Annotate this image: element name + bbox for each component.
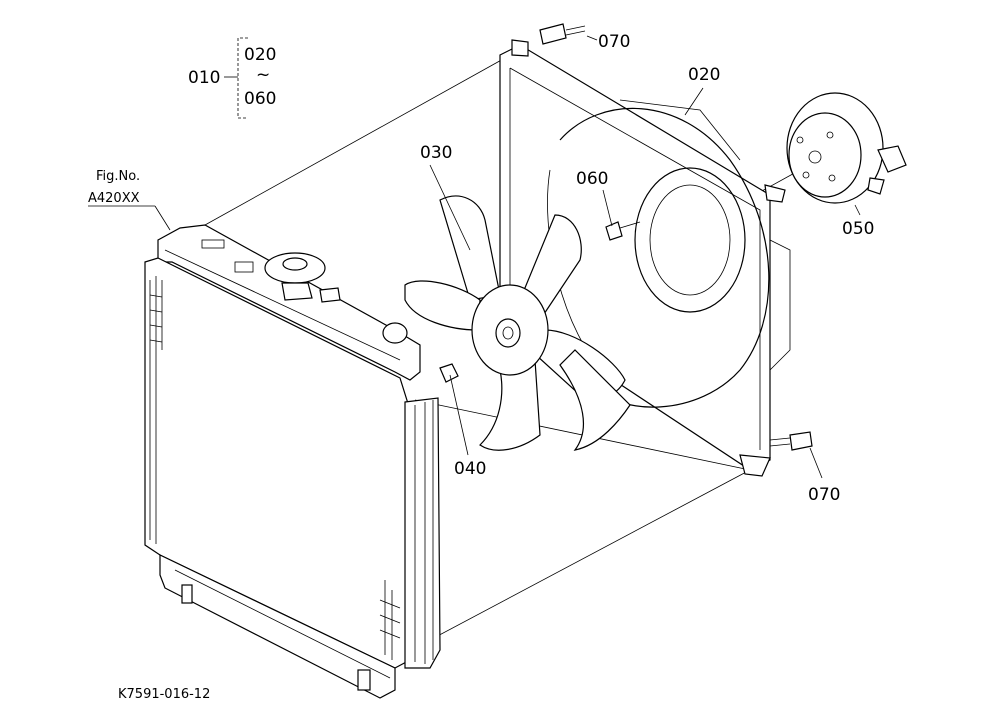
callout-070-bottom: 070	[808, 485, 840, 505]
radiator	[144, 224, 441, 699]
nut-040	[439, 363, 459, 383]
leader-lines	[88, 35, 861, 479]
bolt-070-bottom	[769, 431, 813, 451]
group-bracket	[224, 37, 248, 119]
callout-030: 030	[420, 143, 452, 163]
bolt-070-top	[539, 23, 586, 45]
screw-060	[605, 221, 641, 241]
group-label: 010	[188, 68, 220, 88]
callout-060: 060	[576, 169, 608, 189]
group-range-tilde: ~	[256, 65, 270, 85]
cooling-fan	[404, 195, 631, 451]
callout-070-top: 070	[598, 32, 630, 52]
callout-040: 040	[454, 459, 486, 479]
group-range-start: 020	[244, 45, 276, 65]
drawing-id: K7591-016-12	[118, 687, 210, 702]
callout-020: 020	[688, 65, 720, 85]
callout-050: 050	[842, 219, 874, 239]
fan-motor	[786, 92, 907, 204]
group-range-end: 060	[244, 89, 276, 109]
fig-no-label: Fig.No.	[96, 169, 140, 184]
fig-no-value: A420XX	[88, 191, 140, 206]
